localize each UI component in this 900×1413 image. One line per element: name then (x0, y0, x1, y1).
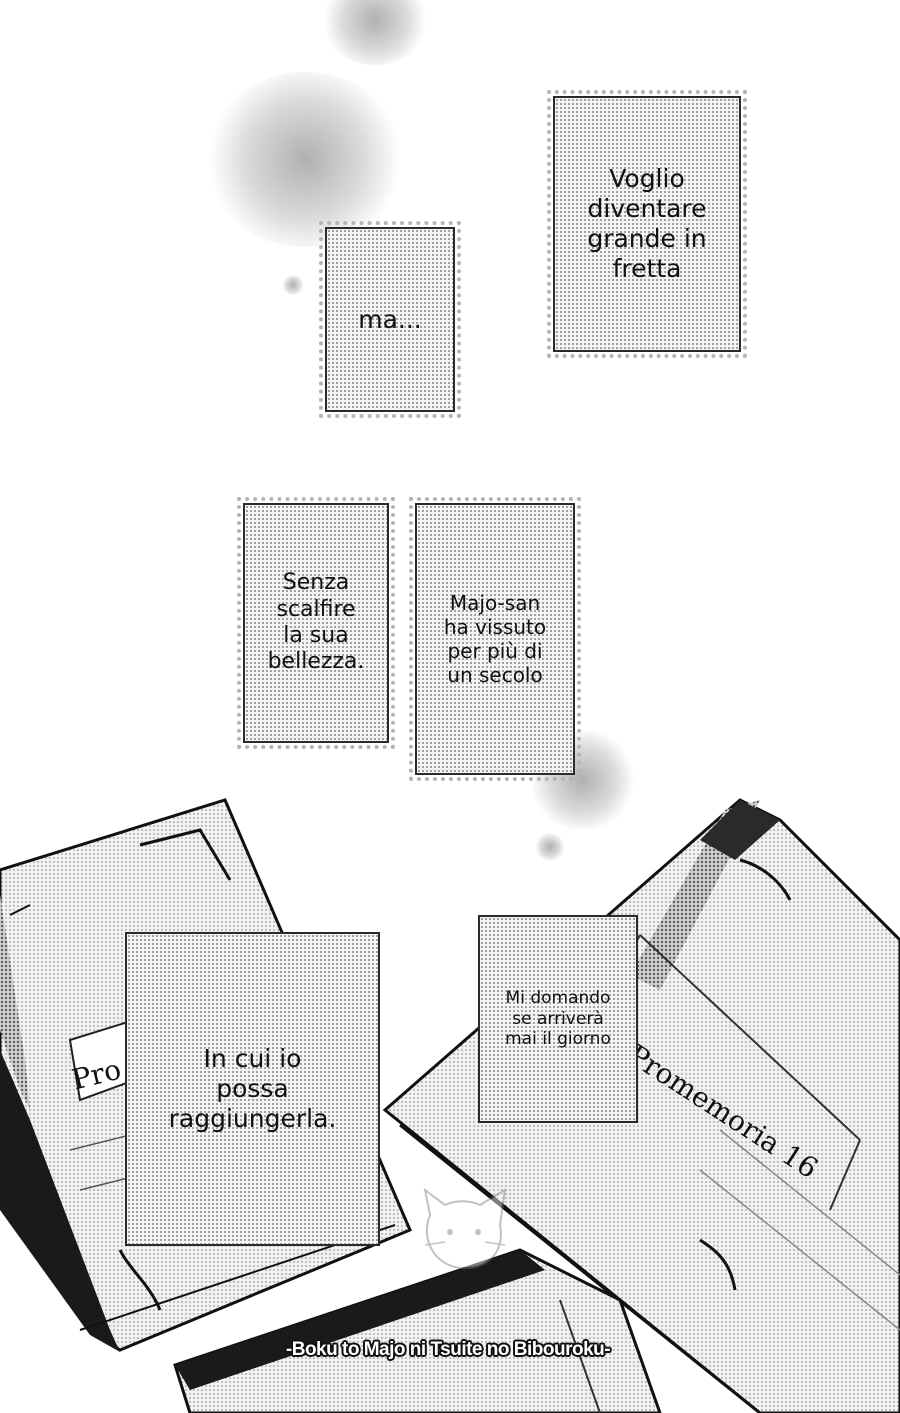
caption-box-domando: Mi domando se arriverà mai il giorno (478, 915, 638, 1123)
caption-box-fretta: Voglio diventare grande in fretta (547, 90, 747, 358)
caption-text-fretta: Voglio diventare grande in fretta (587, 164, 707, 283)
series-credit: -Boku to Majo ni Tsuite no Bibouroku- (285, 1339, 611, 1360)
right-notebook (382, 798, 900, 1413)
cat-face-icon (423, 1187, 507, 1270)
caption-box-incui: In cui io possa raggiungerla. (125, 932, 380, 1246)
caption-text-domando: Mi domando se arriverà mai il giorno (505, 988, 611, 1050)
ink-blot (535, 833, 565, 861)
bottom-notebook (173, 1248, 662, 1413)
caption-box-senza: Senza scalfire la sua bellezza. (237, 497, 395, 749)
caption-text-senza: Senza scalfire la sua bellezza. (267, 570, 365, 675)
ink-blot (282, 275, 304, 295)
caption-text-incui: In cui io possa raggiungerla. (168, 1044, 337, 1133)
ink-blot (205, 72, 405, 247)
caption-box-majo: Majo-san ha vissuto per più di un secolo (409, 497, 581, 781)
caption-text-ma: ma... (358, 304, 422, 334)
caption-box-ma: ma... (319, 221, 461, 418)
caption-text-majo: Majo-san ha vissuto per più di un secolo (443, 591, 547, 687)
